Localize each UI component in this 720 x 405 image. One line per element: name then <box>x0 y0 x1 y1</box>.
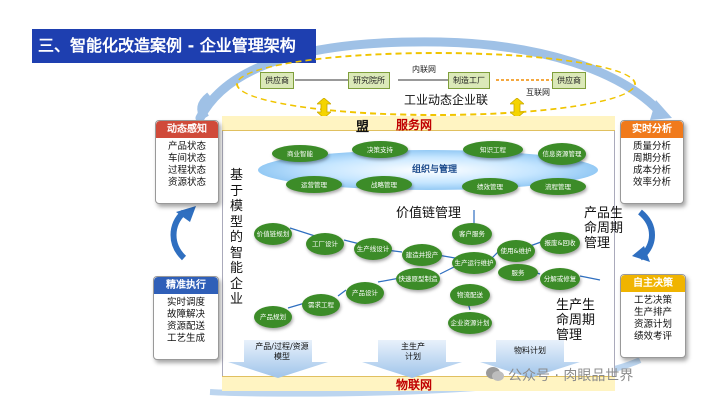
card-analysis-item: 效率分析 <box>632 177 671 188</box>
wechat-icon <box>486 367 504 381</box>
card-analysis-item: 周期分析 <box>632 153 671 164</box>
chain-node-service: 服务 <box>498 264 538 281</box>
chain-node-use-maintain: 使用&维护 <box>497 240 535 262</box>
card-decision-item: 绩效考评 <box>633 331 672 342</box>
card-execute-item: 故障解决 <box>166 309 205 320</box>
chain-node-operation: 生产运行维护 <box>452 252 496 274</box>
card-execute-body: 实时调度 故障解决 资源配送 工艺生成 <box>154 294 218 345</box>
card-execute-head: 精准执行 <box>154 277 218 294</box>
card-decision-head: 自主决策 <box>621 275 685 292</box>
watermark-text: 公众号 · 肉眼品世界 <box>508 368 634 384</box>
chain-node-requirement: 需求工程 <box>302 294 340 316</box>
disc-item-process: 流程管理 <box>530 178 586 195</box>
supplier-right-node: 供应商 <box>552 72 586 89</box>
card-analysis-head: 实时分析 <box>621 121 683 138</box>
chain-node-customer-service: 客户服务 <box>452 223 492 245</box>
card-analysis-item: 成本分析 <box>632 165 671 176</box>
card-sense-item: 车间状态 <box>167 153 206 164</box>
product-lifecycle-label: 产品生命周期管理 <box>584 206 624 251</box>
chain-node-product-plan: 产品规划 <box>254 306 292 328</box>
chain-node-factory-design: 工厂设计 <box>306 233 344 255</box>
card-analysis-body: 质量分析 周期分析 成本分析 效率分析 <box>621 138 683 189</box>
card-decision-item: 资源计划 <box>633 319 672 330</box>
chain-node-value-plan: 价值链规划 <box>254 223 292 245</box>
iot-net-label: 物联网 <box>396 378 433 392</box>
card-decision-item: 工艺决策 <box>633 295 672 306</box>
research-node: 研究院所 <box>348 72 390 89</box>
internet-label: 互联网 <box>526 88 550 97</box>
disc-item-decision: 决策支持 <box>352 141 408 158</box>
chain-node-logistics: 物流配送 <box>450 284 490 306</box>
chain-node-repair: 分解或修复 <box>540 268 580 290</box>
service-net-label: 服务网 <box>396 118 433 132</box>
chain-node-product-design: 产品设计 <box>346 282 384 304</box>
updown-arrow-right-icon <box>510 98 524 118</box>
card-analysis-item: 质量分析 <box>632 141 671 152</box>
card-execute-item: 资源配送 <box>166 321 205 332</box>
disc-item-strategy: 战略管理 <box>356 176 412 193</box>
factory-node: 制造工厂 <box>448 72 490 89</box>
chain-node-line-design: 生产线设计 <box>354 238 392 260</box>
disc-item-performance: 绩效管理 <box>462 178 518 195</box>
disc-item-bi: 商业智能 <box>272 145 328 162</box>
card-decision-item: 生产排产 <box>633 307 672 318</box>
intranet-links <box>295 79 552 81</box>
intranet-ellipse <box>236 52 636 116</box>
card-execute-item: 实时调度 <box>166 297 205 308</box>
production-lifecycle-label: 生产生命周期管理 <box>556 298 596 343</box>
card-sense-item: 产品状态 <box>167 141 206 152</box>
disc-item-info: 信息资源管理 <box>538 143 586 165</box>
card-execute-item: 工艺生成 <box>166 333 205 344</box>
card-dynamic-sense: 动态感知 产品状态 车间状态 过程状态 资源状态 <box>155 120 219 204</box>
service-net-band <box>222 116 615 131</box>
disc-center-label: 组织与管理 <box>412 165 458 175</box>
bottom-model-label: 产品/过程/资源模型 <box>255 342 309 361</box>
card-sense-body: 产品状态 车间状态 过程状态 资源状态 <box>156 138 218 189</box>
bottom-plan-label: 主生产计划 <box>401 342 425 361</box>
chain-node-recycle: 报废&回收 <box>540 232 580 254</box>
chain-node-erp: 企业资源计划 <box>448 312 492 334</box>
card-sense-head: 动态感知 <box>156 121 218 138</box>
bottom-material-label: 物料计划 <box>514 346 546 355</box>
intranet-label: 内联网 <box>412 65 436 74</box>
disc-item-knowledge: 知识工程 <box>463 141 523 158</box>
supplier-left-node: 供应商 <box>260 72 294 89</box>
card-precise-execute: 精准执行 实时调度 故障解决 资源配送 工艺生成 <box>153 276 219 360</box>
card-sense-item: 资源状态 <box>167 177 206 188</box>
model-enterprise-label: 基于模型的智能企业 <box>230 168 244 307</box>
card-realtime-analysis: 实时分析 质量分析 周期分析 成本分析 效率分析 <box>620 120 684 204</box>
card-decision-body: 工艺决策 生产排产 资源计划 绩效考评 <box>621 292 685 343</box>
card-autonomous-decision: 自主决策 工艺决策 生产排产 资源计划 绩效考评 <box>620 274 686 358</box>
chain-node-build: 建造并投产 <box>402 244 442 266</box>
updown-arrow-left-icon <box>317 98 331 118</box>
iot-net-band <box>222 376 615 391</box>
chain-node-prototype: 快速原型制造 <box>396 268 440 290</box>
page-title: 三、智能化改造案例 - 企业管理架构 <box>32 29 316 63</box>
card-sense-item: 过程状态 <box>167 165 206 176</box>
value-chain-label: 价值链管理 <box>396 206 462 221</box>
alliance-meng: 盟 <box>356 120 370 135</box>
disc-item-ops: 运营管理 <box>286 176 342 193</box>
dynamic-alliance-label: 工业动态企业联 <box>404 93 489 107</box>
